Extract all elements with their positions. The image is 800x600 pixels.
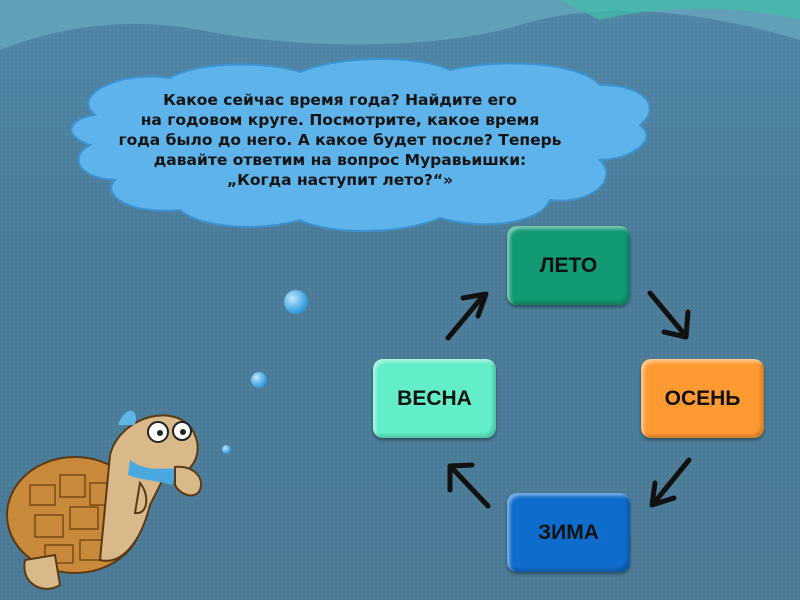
turtle-illustration bbox=[6, 410, 202, 590]
thought-bubble-medium bbox=[251, 372, 267, 388]
season-box-summer: ЛЕТО bbox=[507, 226, 630, 305]
cloud-line: „Когда наступит лето?“» bbox=[226, 171, 454, 189]
arrow-icon-autumn-to-winter bbox=[649, 457, 692, 508]
thought-bubble-large bbox=[284, 290, 308, 314]
season-label: ОСЕНЬ bbox=[664, 386, 741, 410]
cloud-line: Какое сейчас время года? Найдите его bbox=[163, 91, 517, 109]
cloud-line: года было до него. А какое будет после? … bbox=[118, 131, 562, 149]
season-label: ЗИМА bbox=[538, 520, 599, 544]
thought-cloud bbox=[70, 58, 651, 232]
season-label: ВЕСНА bbox=[397, 386, 472, 410]
thought-bubble-small bbox=[222, 445, 231, 454]
arrow-icon-spring-to-summer bbox=[445, 291, 489, 341]
season-label: ЛЕТО bbox=[539, 253, 598, 277]
arrow-icon-summer-to-autumn bbox=[647, 290, 691, 340]
season-box-winter: ЗИМА bbox=[507, 493, 630, 572]
cloud-text: Какое сейчас время года? Найдите его на … bbox=[100, 90, 580, 190]
season-box-autumn: ОСЕНЬ bbox=[641, 359, 764, 438]
arrow-icon-winter-to-spring bbox=[447, 462, 491, 509]
season-box-spring: ВЕСНА bbox=[373, 359, 496, 438]
top-wave-decoration bbox=[0, 0, 800, 50]
cloud-line: давайте ответим на вопрос Муравьишки: bbox=[153, 151, 527, 169]
cloud-line: на годовом круге. Посмотрите, какое врем… bbox=[140, 111, 540, 129]
